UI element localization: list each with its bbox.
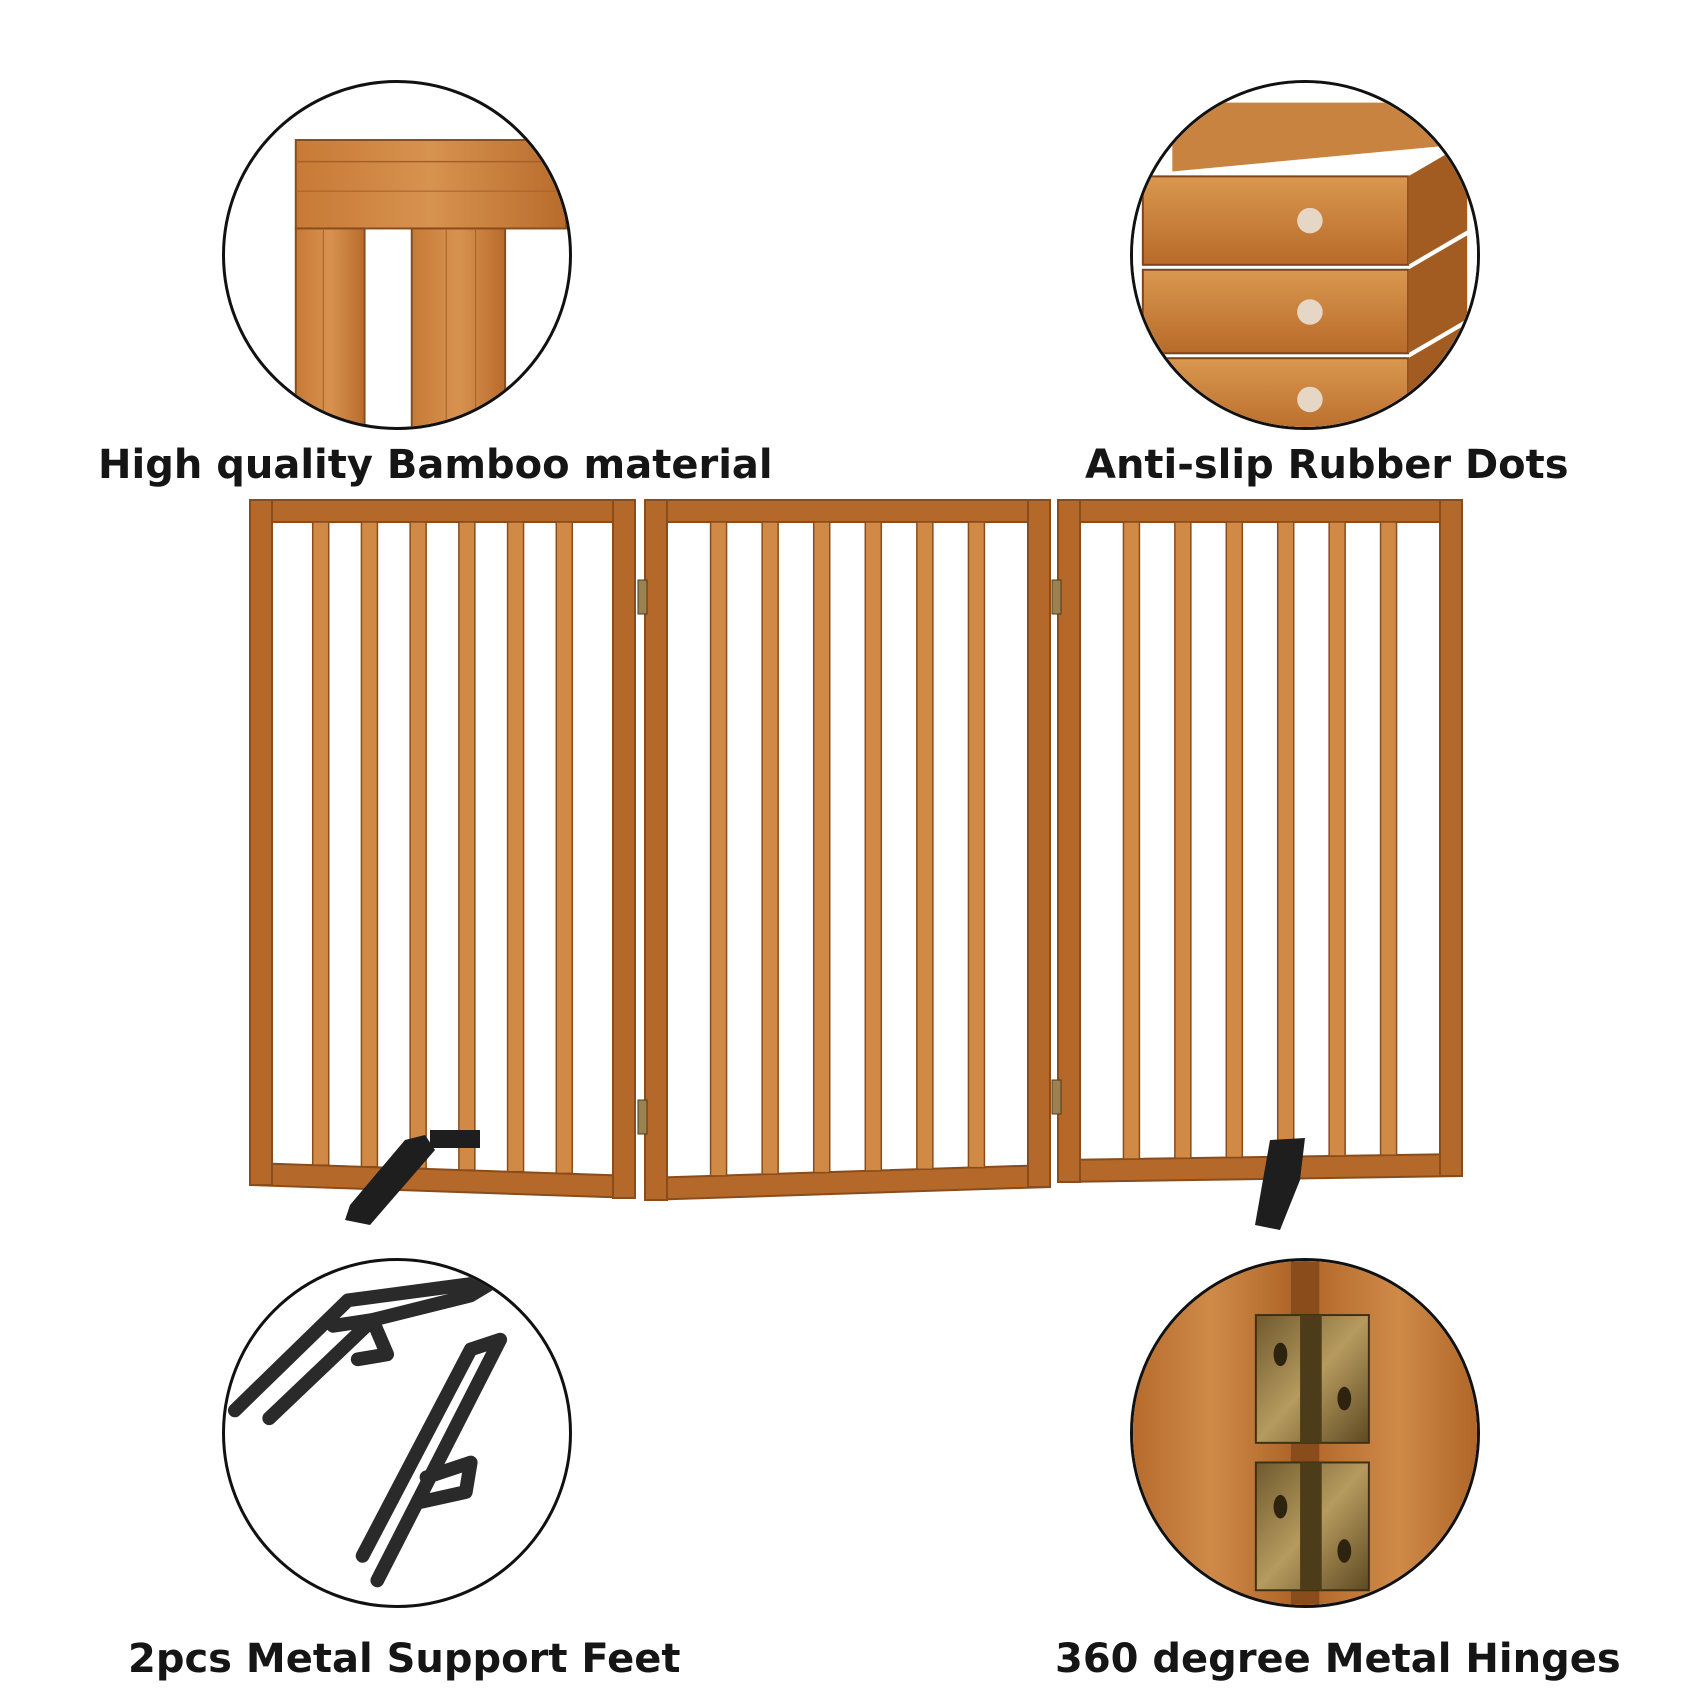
gate-panel-3-bottom-rail bbox=[1057, 1152, 1463, 1184]
gate-slat bbox=[1174, 521, 1192, 1160]
hinges-detail-circle bbox=[1130, 1258, 1480, 1608]
gate-slat bbox=[709, 521, 728, 1177]
gate-slat bbox=[458, 521, 476, 1171]
gate-panel-3-left-post bbox=[1057, 499, 1081, 1183]
gate-slat bbox=[311, 521, 330, 1166]
gate-panel-2-top-rail bbox=[644, 499, 1051, 523]
metal-hinge-icon bbox=[1133, 1261, 1477, 1605]
hinges-caption: 360 degree Metal Hinges bbox=[1055, 1636, 1621, 1682]
gate-hinge-icon bbox=[1051, 1079, 1062, 1115]
gate-slat bbox=[409, 521, 427, 1170]
support-foot-left-icon bbox=[345, 1135, 435, 1225]
rubber-dots-caption: Anti-slip Rubber Dots bbox=[1085, 442, 1569, 488]
support-feet-caption: 2pcs Metal Support Feet bbox=[128, 1636, 681, 1682]
support-foot-left-clip bbox=[430, 1130, 480, 1148]
gate-panel-1-top-rail bbox=[249, 499, 636, 523]
gate-hinge-icon bbox=[637, 1099, 648, 1135]
rubber-dots-detail-circle bbox=[1130, 80, 1480, 430]
gate-hinge-icon bbox=[637, 579, 648, 615]
bamboo-detail-circle bbox=[222, 80, 572, 430]
gate-slat bbox=[360, 521, 379, 1168]
gate-panel-3-top-rail bbox=[1057, 499, 1463, 523]
rubber-dots-icon bbox=[1133, 83, 1477, 427]
bamboo-caption: High quality Bamboo material bbox=[98, 442, 773, 488]
gate-slat bbox=[761, 521, 779, 1175]
support-feet-detail-circle bbox=[222, 1258, 572, 1608]
gate-panel-3-right-post bbox=[1439, 499, 1463, 1177]
gate-panel-2-right-post bbox=[1027, 499, 1051, 1188]
gate-slat bbox=[864, 521, 883, 1172]
bamboo-frame-corner-icon bbox=[294, 139, 568, 427]
gate-panel-2-bottom-rail bbox=[644, 1163, 1051, 1202]
gate-slat bbox=[1276, 521, 1295, 1158]
gate-panel-1-left-post bbox=[249, 499, 273, 1186]
support-feet-icon bbox=[227, 1273, 508, 1588]
gate-slat bbox=[1122, 521, 1141, 1160]
gate-panel-1-right-post bbox=[612, 499, 636, 1199]
gate-slat bbox=[812, 521, 831, 1174]
gate-slat bbox=[1379, 521, 1398, 1156]
gate-panel-1-bottom-rail bbox=[249, 1161, 636, 1200]
gate-slat bbox=[555, 521, 574, 1175]
gate-panel-2-left-post bbox=[644, 499, 668, 1201]
gate-slat bbox=[916, 521, 934, 1171]
gate-slat bbox=[506, 521, 525, 1173]
gate-slat bbox=[1225, 521, 1244, 1159]
support-foot-right-icon bbox=[1255, 1138, 1305, 1230]
gate-slat bbox=[1328, 521, 1346, 1157]
gate-slat bbox=[967, 521, 986, 1169]
gate-hinge-icon bbox=[1051, 579, 1062, 615]
